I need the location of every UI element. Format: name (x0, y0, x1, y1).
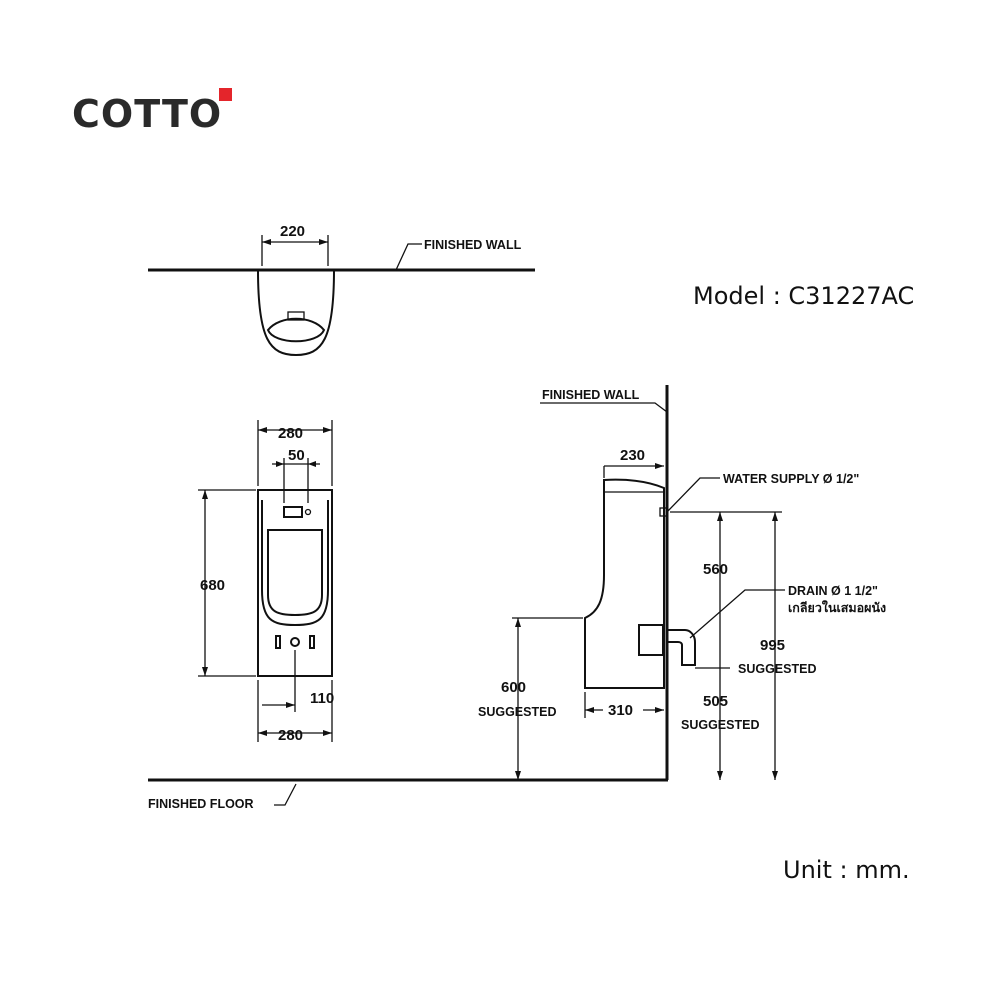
side-view: FINISHED WALL 230 WATER SUPPLY Ø 1/2" 56… (478, 385, 886, 780)
top-view: 220 FINISHED WALL (148, 223, 535, 357)
top-wall-label: FINISHED WALL (424, 238, 522, 252)
dim-total-height: 995 (760, 637, 785, 654)
water-supply-label: WATER SUPPLY Ø 1/2" (723, 472, 859, 486)
side-body-outline (584, 478, 665, 689)
drain-pipe (667, 629, 696, 666)
front-bowl-opening (267, 529, 323, 617)
top-bowl-outline (257, 269, 335, 357)
dim-supply-height: 560 (703, 561, 728, 578)
top-bowl-inner (266, 317, 326, 343)
side-wall-label: FINISHED WALL (542, 388, 640, 402)
unit-label: Unit : mm. (783, 856, 910, 884)
mount-hole-center (290, 637, 300, 647)
drain-box (638, 624, 664, 656)
dim-front-height: 680 (200, 577, 225, 594)
mount-hole-right (309, 635, 315, 649)
dim-side-depth-bottom: 310 (608, 702, 633, 719)
front-view: 280 50 680 110 280 (198, 420, 334, 744)
dim-drain-height: 505 (703, 693, 728, 710)
drain-label: DRAIN Ø 1 1/2" (788, 584, 878, 598)
drain-height-note: SUGGESTED (681, 718, 760, 732)
sensor-window (283, 506, 303, 518)
dim-rim-height: 600 (501, 679, 526, 696)
drain-note: เกลียวในเสมอผนัง (788, 600, 886, 615)
dim-hole-spacing: 110 (310, 690, 334, 707)
total-height-note: SUGGESTED (738, 662, 817, 676)
dim-side-depth-top: 230 (620, 447, 645, 464)
brand-accent-square (219, 88, 232, 101)
dim-top-width: 220 (280, 223, 305, 240)
floor-label: FINISHED FLOOR (148, 797, 254, 811)
dim-sensor-width: 50 (288, 447, 305, 464)
rim-height-note: SUGGESTED (478, 705, 557, 719)
floor: FINISHED FLOOR (148, 778, 668, 811)
model-label: Model : C31227AC (693, 282, 915, 310)
dim-front-bottom-width: 280 (278, 727, 303, 744)
brand-logo: COTTO (72, 92, 223, 136)
dim-front-top-width: 280 (278, 425, 303, 442)
mount-hole-left (275, 635, 281, 649)
top-outlet (287, 311, 305, 321)
front-body-curve (261, 500, 329, 627)
